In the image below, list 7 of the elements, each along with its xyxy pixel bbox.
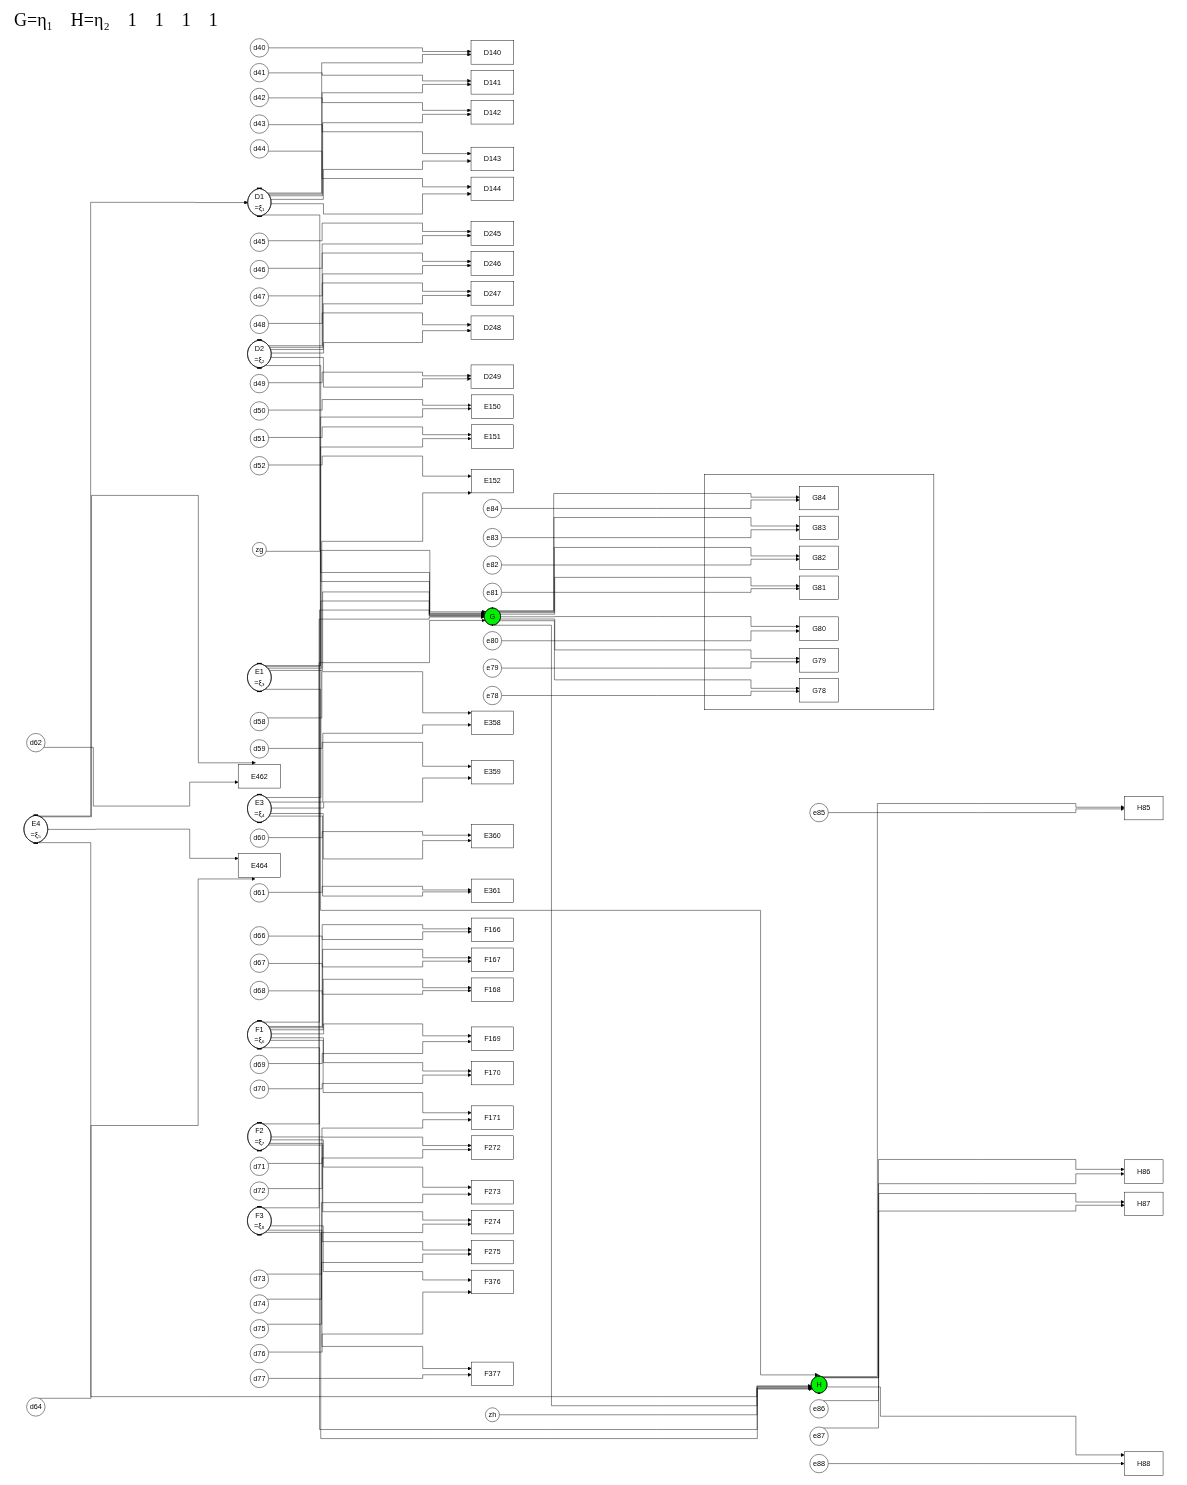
annotation-text: 1 — [154, 10, 164, 31]
cluster — [704, 474, 935, 710]
annotation-text: H=η₂ — [70, 10, 110, 31]
annotation-text: G=η₁ — [14, 10, 53, 31]
annotation-text: 1 — [181, 10, 191, 31]
annotation-text: 1 — [127, 10, 137, 31]
annotation-text: 1 — [208, 10, 218, 31]
